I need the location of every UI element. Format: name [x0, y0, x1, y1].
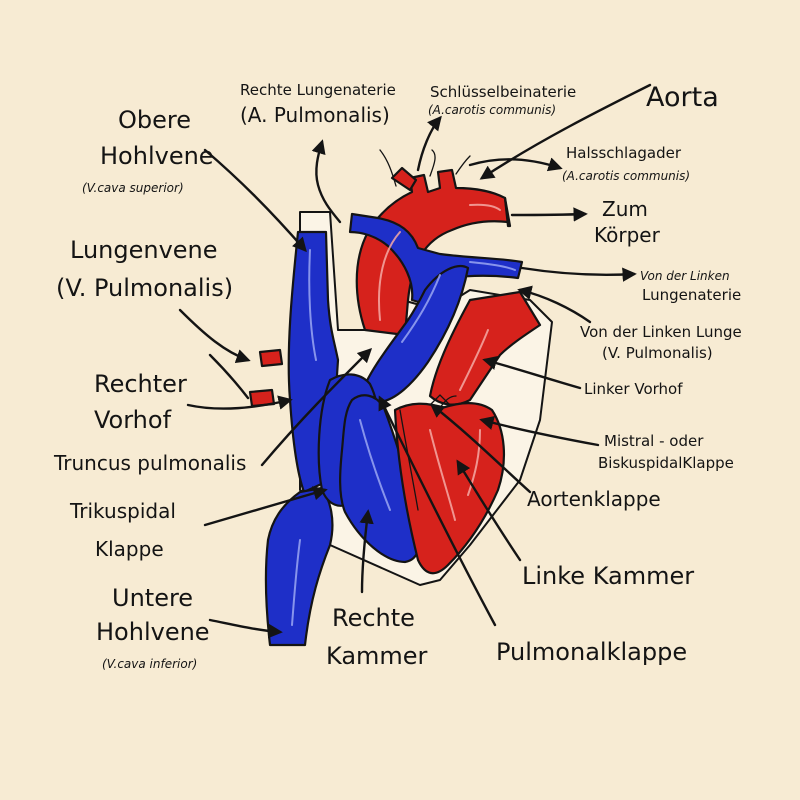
label-rechte-kammer-1: Rechte [332, 604, 415, 632]
label-lungenvene-1: Lungenvene [70, 236, 218, 264]
truncus-pulmonalis-vessel [360, 264, 470, 404]
label-linker-vorhof: Linker Vorhof [584, 380, 683, 398]
label-untere-hohlvene-3: (V.cava inferior) [102, 657, 197, 671]
label-halsschlagader-1: Halsschlagader [566, 144, 682, 162]
label-aortenklappe: Aortenklappe [527, 487, 661, 511]
label-zum-koerper-2: Körper [594, 223, 661, 247]
pointer-aorta [479, 83, 652, 180]
label-trikuspidal-2: Klappe [95, 537, 164, 561]
aortic-branch-fill [390, 166, 418, 192]
flow-streaks-blue [291, 249, 516, 626]
pointer-zum-koerper [510, 207, 588, 222]
pointer-schluesselbeinarterie [416, 115, 442, 172]
pointer-linker-vorhof [482, 356, 582, 390]
label-aorta: Aorta [646, 82, 719, 113]
label-truncus: Truncus pulmonalis [53, 451, 246, 475]
labels: Rechte Lungenaterie (A. Pulmonalis) Schl… [53, 81, 742, 671]
label-rechter-vorhof-2: Vorhof [94, 406, 172, 434]
label-schluesselbeinarterie-2: (A.carotis communis) [428, 103, 556, 117]
label-pointers [178, 83, 652, 639]
label-linke-kammer: Linke Kammer [522, 562, 694, 590]
pulmonary-vein-upper [258, 348, 284, 368]
label-von-lunge-2: (V. Pulmonalis) [602, 344, 713, 362]
label-rechte-kammer-2: Kammer [326, 642, 428, 670]
pointer-untere-hohlvene [208, 618, 283, 639]
flow-streaks-red [378, 203, 501, 521]
pointer-mitral [479, 415, 600, 447]
pointer-pulmonalklappe [378, 395, 497, 627]
label-zum-koerper-1: Zum [602, 197, 648, 221]
inferior-vena-cava [264, 486, 334, 647]
pointer-halsschlagader [468, 157, 563, 172]
pointer-truncus [260, 347, 373, 467]
label-rechter-vorhof-1: Rechter [94, 370, 187, 398]
pointer-von-lungenarterie [520, 266, 637, 282]
pointer-von-lunge [517, 285, 592, 324]
pointer-rechter-vorhof [186, 395, 293, 410]
label-obere-hohlvene-1: Obere [118, 106, 191, 134]
pointer-linke-kammer [456, 459, 522, 562]
label-trikuspidal-1: Trikuspidal [69, 499, 176, 523]
pointer-rechte-kammer [359, 509, 374, 594]
pointer-obere-hohlvene [203, 148, 307, 253]
label-obere-hohlvene-2: Hohlvene [100, 142, 214, 170]
label-untere-hohlvene-2: Hohlvene [96, 618, 210, 646]
label-von-lungenarterie-2: Lungenaterie [642, 286, 741, 304]
label-mitral-2: BiskuspidalKlappe [598, 454, 734, 472]
pointer-trikuspidal [203, 486, 328, 527]
pointer-aortenklappe [429, 403, 532, 494]
label-von-lunge-1: Von der Linken Lunge [580, 323, 742, 341]
left-atrium-chamber [428, 290, 542, 406]
label-rechte-lungenarterie-2: (A. Pulmonalis) [240, 103, 390, 127]
label-schluesselbeinarterie-1: Schlüsselbeinaterie [430, 83, 576, 101]
label-halsschlagader-2: (A.carotis communis) [562, 169, 690, 183]
label-von-lungenarterie-1: Von der Linken [640, 269, 730, 283]
label-rechte-lungenarterie-1: Rechte Lungenaterie [240, 81, 396, 99]
label-mitral-1: Mistral - oder [604, 432, 704, 450]
label-untere-hohlvene-1: Untere [112, 584, 193, 612]
label-obere-hohlvene-3: (V.cava superior) [82, 181, 184, 195]
descending-aorta [503, 196, 512, 228]
aortic-arch [355, 168, 510, 337]
label-lungenvene-2: (V. Pulmonalis) [56, 274, 233, 302]
label-pulmonalklappe: Pulmonalklappe [496, 638, 687, 666]
pointer-lungenvene-2 [208, 353, 250, 400]
heart-illustration [248, 149, 553, 647]
pointer-rechte-lungenarterie [311, 139, 342, 224]
aortic-branches [379, 149, 471, 187]
pointer-lungenvene [178, 308, 251, 364]
